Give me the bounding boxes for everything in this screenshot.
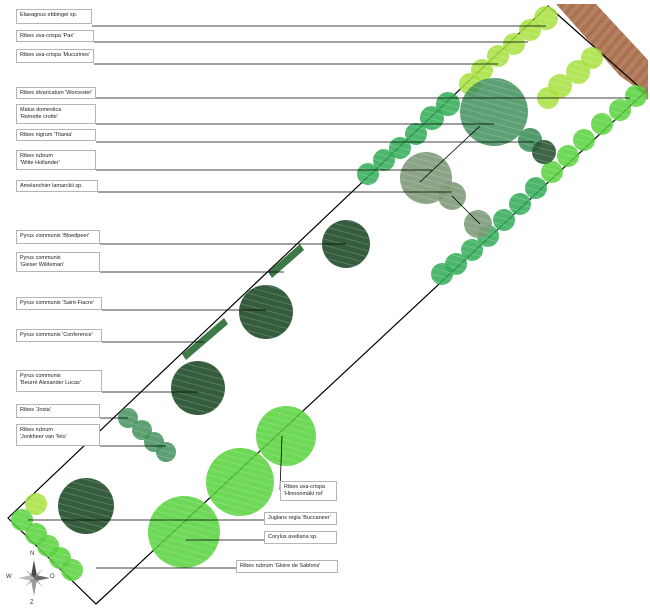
label-ribes-pax: Ribes uva-crispa 'Pax' <box>16 30 94 42</box>
ribes-hinnonmaki-shrub-texture <box>256 406 316 466</box>
label-ribes-josta: Ribes 'Josta' <box>16 404 100 418</box>
label-elaeagnus: Elaeagnus ebbingei sp. <box>16 9 92 24</box>
label-ribes-worcester: Ribes divaricatum 'Worcester' <box>16 87 96 99</box>
malus-tree-texture <box>460 78 528 146</box>
right-row-shrub-1-texture <box>609 99 631 121</box>
juglans-tree-texture <box>206 448 274 516</box>
worcester-shrub-1-texture <box>532 140 556 164</box>
compass-south-label: Z <box>30 600 34 606</box>
compass-east-arrow <box>34 575 50 581</box>
ribes-josta-shrub-3-texture <box>156 442 176 462</box>
ribes-titania-shrub-4-texture <box>373 149 395 171</box>
right-row-shrub-6-texture <box>525 177 547 199</box>
brick-wall <box>556 4 648 100</box>
ribes-titania-shrub-2-texture <box>405 123 427 145</box>
label-ribes-hinnonmaki: Ribes uva-crispa'Hinnonmäki rot' <box>280 481 337 501</box>
ribes-titania-shrub-3-texture <box>389 137 411 159</box>
compass-south-arrow <box>31 578 37 596</box>
ribes-pax-shrub-1-texture <box>566 60 590 84</box>
bottom-light-shrub-texture <box>25 493 47 515</box>
label-malus: Malus domestica'Reinette crotte' <box>16 104 96 124</box>
ribes-pax-shrub-0-texture <box>581 47 603 69</box>
label-ribes-gloire: Ribes rubrum 'Gloire de Sablons' <box>236 560 338 573</box>
gloire-shrub-0-texture <box>11 509 33 531</box>
corylus-shrub-texture <box>148 496 220 568</box>
compass-west-arrow <box>18 575 34 581</box>
espalier-strip-2 <box>182 318 228 360</box>
label-juglans: Juglans regia 'Buccaneer' <box>264 512 337 525</box>
ribes-titania-shrub-5-texture <box>357 163 379 185</box>
elaeagnus-shrub-1-texture <box>519 19 541 41</box>
right-row-shrub-0-texture <box>625 85 647 107</box>
pyrus-extra-tree-texture <box>58 478 114 534</box>
label-ribes-titania: Ribes nigrum 'Titania' <box>16 129 96 141</box>
compass-diag-1 <box>35 569 43 577</box>
right-row-shrub-7-texture <box>509 193 531 215</box>
compass-diag-3 <box>25 569 33 577</box>
right-row-shrub-8-texture <box>493 209 515 231</box>
label-amelanchier: Amelanchier lamarckii sp. <box>16 180 98 192</box>
leader-diag-2 <box>451 195 481 225</box>
compass-north-arrow <box>31 560 37 578</box>
label-ribes-witte: Ribes rubrum'Witte Hollander' <box>16 150 96 170</box>
label-pyrus-conference: Pyrus communis 'Conference' <box>16 329 102 342</box>
compass-north-label: N <box>30 551 35 557</box>
pyrus-lucas-tree-texture <box>171 361 225 415</box>
label-pyrus-wildeman: Pyrus communis'Gieser Wildeman' <box>16 252 100 272</box>
compass-west-label: W <box>6 574 12 580</box>
label-ribes-tets: Ribes rubrum'Jonkheer van Tets' <box>16 424 100 446</box>
right-row-shrub-4-texture <box>557 145 579 167</box>
compass-diag-4 <box>35 579 43 587</box>
elaeagnus-shrub-0-texture <box>534 6 558 30</box>
leader-diag-1 <box>419 125 481 183</box>
label-corylus: Corylus avellana sp. <box>264 531 337 544</box>
right-row-shrub-5-texture <box>541 161 563 183</box>
label-pyrus-lucas: Pyrus communis'Beurré Alexander Lucas' <box>16 370 102 392</box>
right-row-shrub-2-texture <box>591 113 613 135</box>
right-row-shrub-3-texture <box>573 129 595 151</box>
pyrus-fiacre-tree-texture <box>239 285 293 339</box>
gloire-shrub-4-texture <box>61 559 83 581</box>
right-row-shrub-12-texture <box>431 263 453 285</box>
compass-east-label: O <box>50 574 55 580</box>
label-ribes-mucurines: Ribes uva-crispa 'Mucurines' <box>16 49 94 63</box>
espalier-strip-1 <box>268 244 304 278</box>
label-pyrus-fiacre: Pyrus communis 'Saint-Fiacre' <box>16 297 102 310</box>
right-row-shrub-10-texture <box>461 239 483 261</box>
label-pyrus-bloedpeer: Pyrus communis 'Bloedpeer' <box>16 230 100 244</box>
compass-rose <box>18 560 50 596</box>
elaeagnus-shrub-3-texture <box>487 45 509 67</box>
compass-diag-2 <box>25 579 33 587</box>
amelanchier-shrub-1-texture <box>464 210 492 238</box>
elaeagnus-shrub-2-texture <box>503 33 525 55</box>
